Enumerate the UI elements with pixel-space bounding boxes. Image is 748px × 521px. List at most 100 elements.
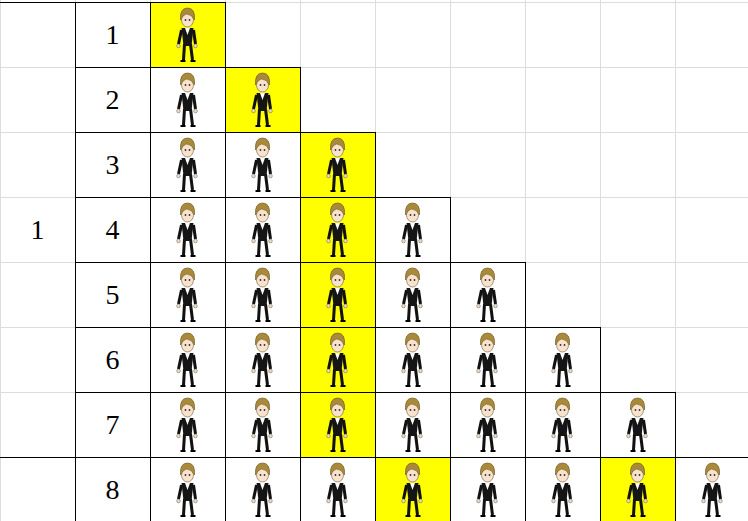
row-number: 7 [106,411,120,439]
group-divider [75,457,76,521]
table-cell [151,328,226,393]
person-legs [409,499,418,515]
person-eye [485,279,487,281]
person-hair [480,268,494,280]
person-icon [477,463,498,516]
person-shirt [185,93,190,100]
person-eye [335,149,337,151]
person-legs [259,109,268,125]
person-legs [334,434,343,450]
table-cell [76,328,151,393]
person-shoes [706,515,721,517]
person-legs [409,369,418,385]
person-legs [184,174,193,190]
person-hand [627,499,631,503]
person-hand [344,174,348,178]
person-eye [185,409,187,411]
person-shirt [260,353,265,360]
person-shoes [556,450,571,452]
table-cell [601,393,676,458]
person-legs [334,369,343,385]
person-icon [702,463,723,516]
person-hand [552,434,556,438]
highlighted-cell [226,68,301,133]
person-eye [339,214,341,216]
person-shoes [256,385,271,387]
person-hair [255,138,269,150]
table-cell [226,393,301,458]
person-shoes [631,515,646,517]
person-shoes [481,385,496,387]
person-body [557,483,569,501]
table-cell [76,133,151,198]
person-legs [559,369,568,385]
person-legs [409,434,418,450]
person-hand [194,109,198,113]
person-body [182,93,194,111]
person-icon [252,138,273,191]
person-eye [489,474,491,476]
person-body [632,418,644,436]
person-hand [719,499,723,503]
person-eye [410,474,412,476]
person-shoes [406,255,421,257]
person-shoes [331,190,346,192]
person-hand [702,499,706,503]
person-shirt [260,223,265,230]
person-body [332,288,344,306]
person-shirt [560,483,565,490]
person-legs [259,369,268,385]
person-eye [410,214,412,216]
group-cell [0,3,76,458]
person-hand [569,434,573,438]
person-hand [194,499,198,503]
person-hand [569,369,573,373]
person-eye [185,19,187,21]
person-icon [402,333,423,386]
person-icon [327,268,348,321]
person-icon [177,8,198,61]
person-body [482,288,494,306]
person-shoes [256,190,271,192]
row-number: 6 [106,346,120,374]
table-cell [226,458,301,521]
person-hand [552,369,556,373]
person-legs [259,434,268,450]
person-eye [485,474,487,476]
person-hair [255,73,269,85]
person-eye [639,474,641,476]
table-cell [451,328,526,393]
person-eye [414,474,416,476]
person-eye [264,149,266,151]
person-shoes [181,60,196,62]
person-hair [705,463,719,475]
person-legs [259,499,268,515]
person-eye [260,279,262,281]
person-eye [189,214,191,216]
person-shirt [335,418,340,425]
person-shirt [410,353,415,360]
table-cell [151,198,226,263]
person-icon [477,398,498,451]
person-shoes [256,255,271,257]
person-shoes [256,125,271,127]
grid-line [0,0,1,521]
person-eye [560,344,562,346]
table-cell [451,458,526,521]
person-eye [489,409,491,411]
table-cell [376,263,451,328]
person-hand [194,44,198,48]
person-legs [259,239,268,255]
person-icon [252,398,273,451]
person-body [257,288,269,306]
table-cell [376,328,451,393]
person-icon [552,398,573,451]
person-body [407,418,419,436]
row-number: 1 [106,21,120,49]
person-eye [414,279,416,281]
person-shoes [631,450,646,452]
person-icon [177,138,198,191]
person-body [482,353,494,371]
group-divider [0,457,75,458]
person-shirt [485,483,490,490]
